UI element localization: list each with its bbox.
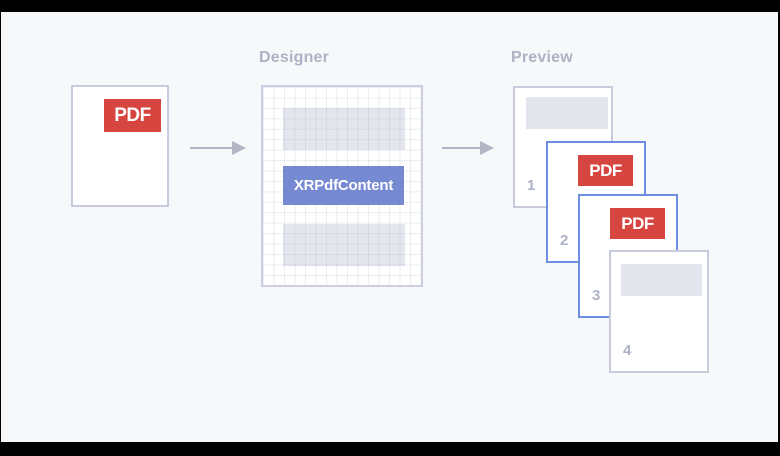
designer-placeholder-band-top xyxy=(283,108,405,150)
page-number: 2 xyxy=(560,232,569,249)
page-number: 1 xyxy=(527,177,536,194)
designer-placeholder-band-bottom xyxy=(283,224,405,266)
page-number: 4 xyxy=(623,342,632,359)
arrow-right-icon xyxy=(442,140,494,161)
designer-surface: XRPdfContent xyxy=(261,85,423,287)
arrow-right-icon xyxy=(190,140,246,161)
source-pdf-page: PDF xyxy=(71,85,169,207)
pdf-file-icon: PDF xyxy=(610,208,665,239)
pdf-file-icon: PDF xyxy=(104,99,161,132)
content-placeholder xyxy=(621,264,702,296)
diagram-canvas: PDF Designer XRPdfContent Preview 1 PDF … xyxy=(1,12,778,442)
preview-page-4: 4 xyxy=(609,250,709,373)
page-number: 3 xyxy=(592,287,601,304)
pdf-file-icon: PDF xyxy=(578,155,633,186)
xrpdfcontent-control-label: XRPdfContent xyxy=(293,177,394,194)
xrpdfcontent-control: XRPdfContent xyxy=(283,166,404,205)
content-placeholder xyxy=(526,97,608,129)
preview-section-label: Preview xyxy=(511,49,573,66)
designer-section-label: Designer xyxy=(259,49,330,66)
